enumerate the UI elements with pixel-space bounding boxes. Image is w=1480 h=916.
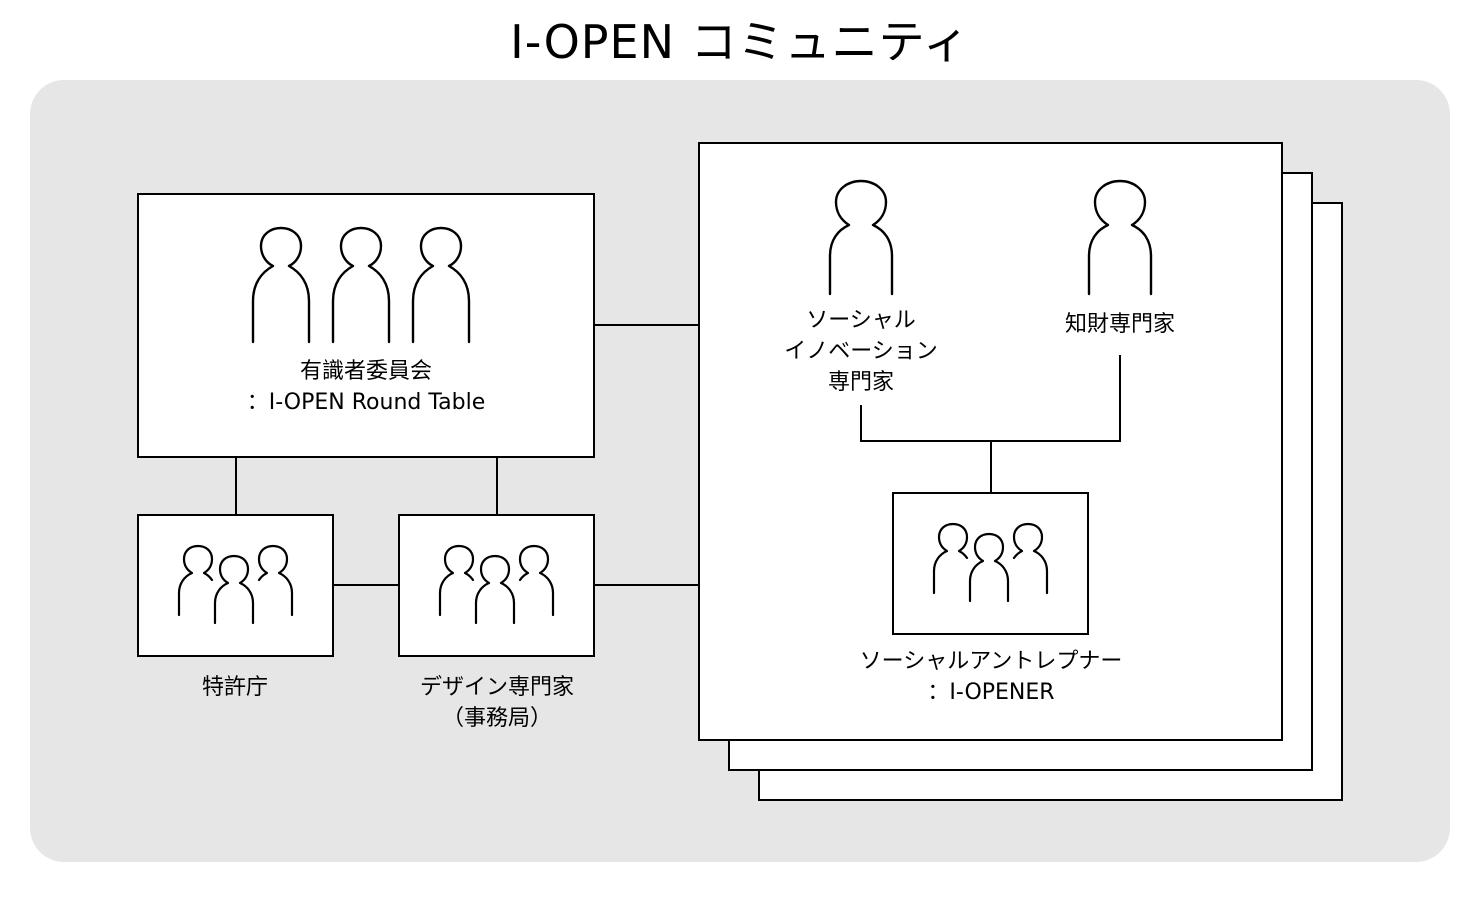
- social-entrepreneur-label-line2: ：I-OPENER: [927, 680, 1055, 705]
- social-innovation-label-line1: ソーシャル: [806, 308, 916, 333]
- group-people-icon: [177, 544, 294, 625]
- connector-experts-entrepreneur: [990, 440, 992, 492]
- round-table-label: 有識者委員会 ：I-OPEN Round Table: [187, 356, 545, 418]
- connector-roundtable-frame: [595, 324, 698, 326]
- jpo-label-line1: 特許庁: [201, 675, 268, 700]
- ip-expert-label-line1: 知財専門家: [1064, 312, 1175, 337]
- social-innovation-label-line2: イノベーション: [784, 339, 938, 364]
- connector-roundtable-jpo: [235, 458, 237, 514]
- person-icon: [1087, 179, 1153, 296]
- jpo-box: [137, 514, 334, 657]
- ip-expert-label: 知財専門家: [1040, 309, 1200, 340]
- round-table-label-line1: 有識者委員会: [299, 359, 432, 384]
- social-innovation-expert-label: ソーシャル イノベーション 専門家: [770, 305, 952, 398]
- connector-jpo-design: [334, 584, 398, 586]
- social-entrepreneur-label-line1: ソーシャルアントレプナー: [859, 649, 1123, 674]
- round-table-label-line2: ：I-OPEN Round Table: [246, 390, 486, 415]
- group-people-icon: [932, 522, 1049, 603]
- connector-social-innovation-down: [860, 405, 862, 441]
- person-icon: [828, 179, 894, 296]
- design-expert-box: [398, 514, 595, 657]
- design-expert-label-line1: デザイン専門家: [419, 675, 574, 700]
- design-expert-label: デザイン専門家 （事務局）: [386, 672, 608, 734]
- connector-design-frame: [595, 584, 698, 586]
- design-expert-label-line2: （事務局）: [441, 706, 552, 731]
- social-entrepreneur-label: ソーシャルアントレプナー ：I-OPENER: [850, 646, 1132, 708]
- connector-roundtable-design: [496, 458, 498, 514]
- group-people-icon: [438, 544, 555, 625]
- diagram-title: I-OPEN コミュニティ: [510, 15, 970, 69]
- group-people-icon: [251, 226, 471, 344]
- social-innovation-label-line3: 専門家: [827, 370, 894, 395]
- connector-ip-expert-down: [1119, 355, 1121, 441]
- round-table-box: [137, 193, 595, 458]
- jpo-label: 特許庁: [135, 672, 335, 703]
- social-entrepreneur-box: [892, 492, 1089, 635]
